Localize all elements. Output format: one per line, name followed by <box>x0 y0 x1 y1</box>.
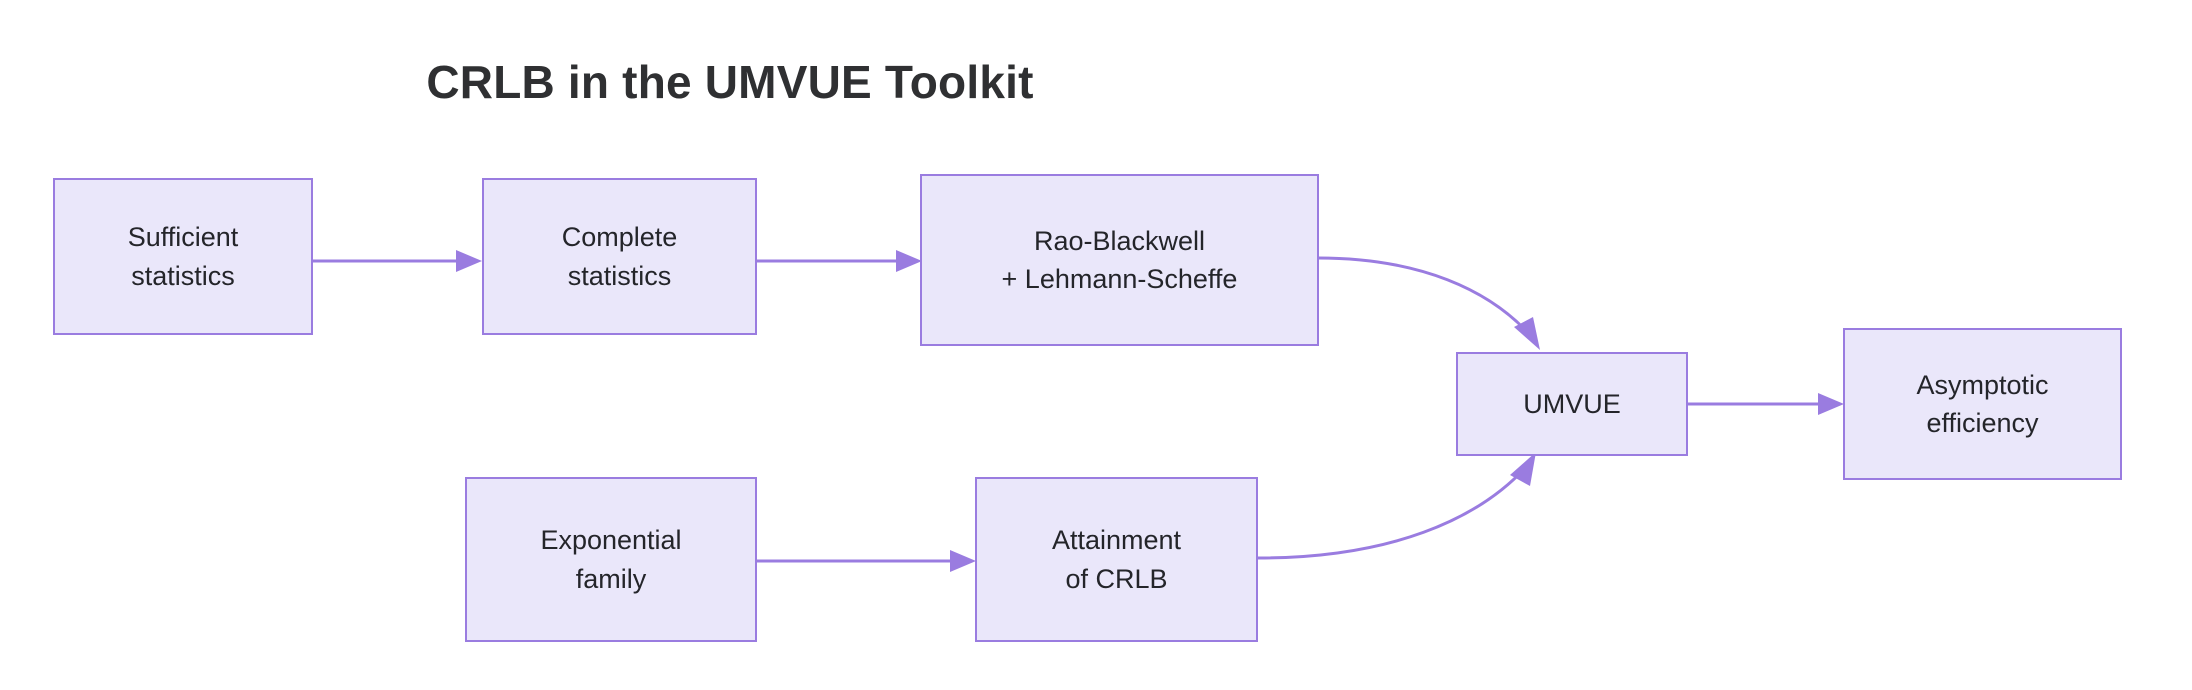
node-sufficient-statistics-line-1: Sufficient <box>127 222 239 253</box>
node-exponential-family-line-2: family <box>575 563 647 594</box>
node-rao-blackwell-lehmann-scheffe[interactable]: Rao-Blackwell + Lehmann-Scheffe <box>920 174 1319 346</box>
node-complete-statistics[interactable]: Complete statistics <box>482 178 757 335</box>
node-complete-statistics-line-2: statistics <box>567 260 672 291</box>
node-asymptotic-efficiency[interactable]: Asymptotic efficiency <box>1843 328 2122 480</box>
node-attainment-of-crlb-line-2: of CRLB <box>1065 563 1168 594</box>
node-sufficient-statistics[interactable]: Sufficient statistics <box>53 178 313 335</box>
edge-raoblackwell-to-umvue <box>1317 256 1540 350</box>
node-rao-blackwell-line-1: Rao-Blackwell <box>1033 225 1206 256</box>
node-asymptotic-efficiency-line-2: efficiency <box>1926 408 2039 438</box>
node-umvue[interactable]: UMVUE <box>1456 352 1688 456</box>
edge-attainment-to-umvue <box>1257 452 1536 560</box>
edge-expfamily-to-attainment <box>757 550 976 572</box>
page-title: CRLB in the UMVUE Toolkit <box>426 56 1034 108</box>
node-umvue-line-1: UMVUE <box>1523 388 1621 419</box>
node-sufficient-statistics-line-2: statistics <box>131 260 235 291</box>
node-exponential-family[interactable]: Exponential family <box>465 477 757 642</box>
node-attainment-of-crlb[interactable]: Attainment of CRLB <box>975 477 1258 642</box>
node-rao-blackwell-line-2: + Lehmann-Scheffe <box>1001 264 1238 294</box>
edge-sufficient-to-complete <box>313 250 482 272</box>
edge-umvue-to-asymptotic <box>1687 393 1844 415</box>
edge-complete-to-raoblackwell <box>757 250 922 272</box>
node-exponential-family-line-1: Exponential <box>540 525 682 556</box>
node-asymptotic-efficiency-line-1: Asymptotic <box>1916 369 2049 400</box>
node-attainment-of-crlb-line-1: Attainment <box>1051 525 1182 556</box>
node-complete-statistics-line-1: Complete <box>561 222 678 253</box>
